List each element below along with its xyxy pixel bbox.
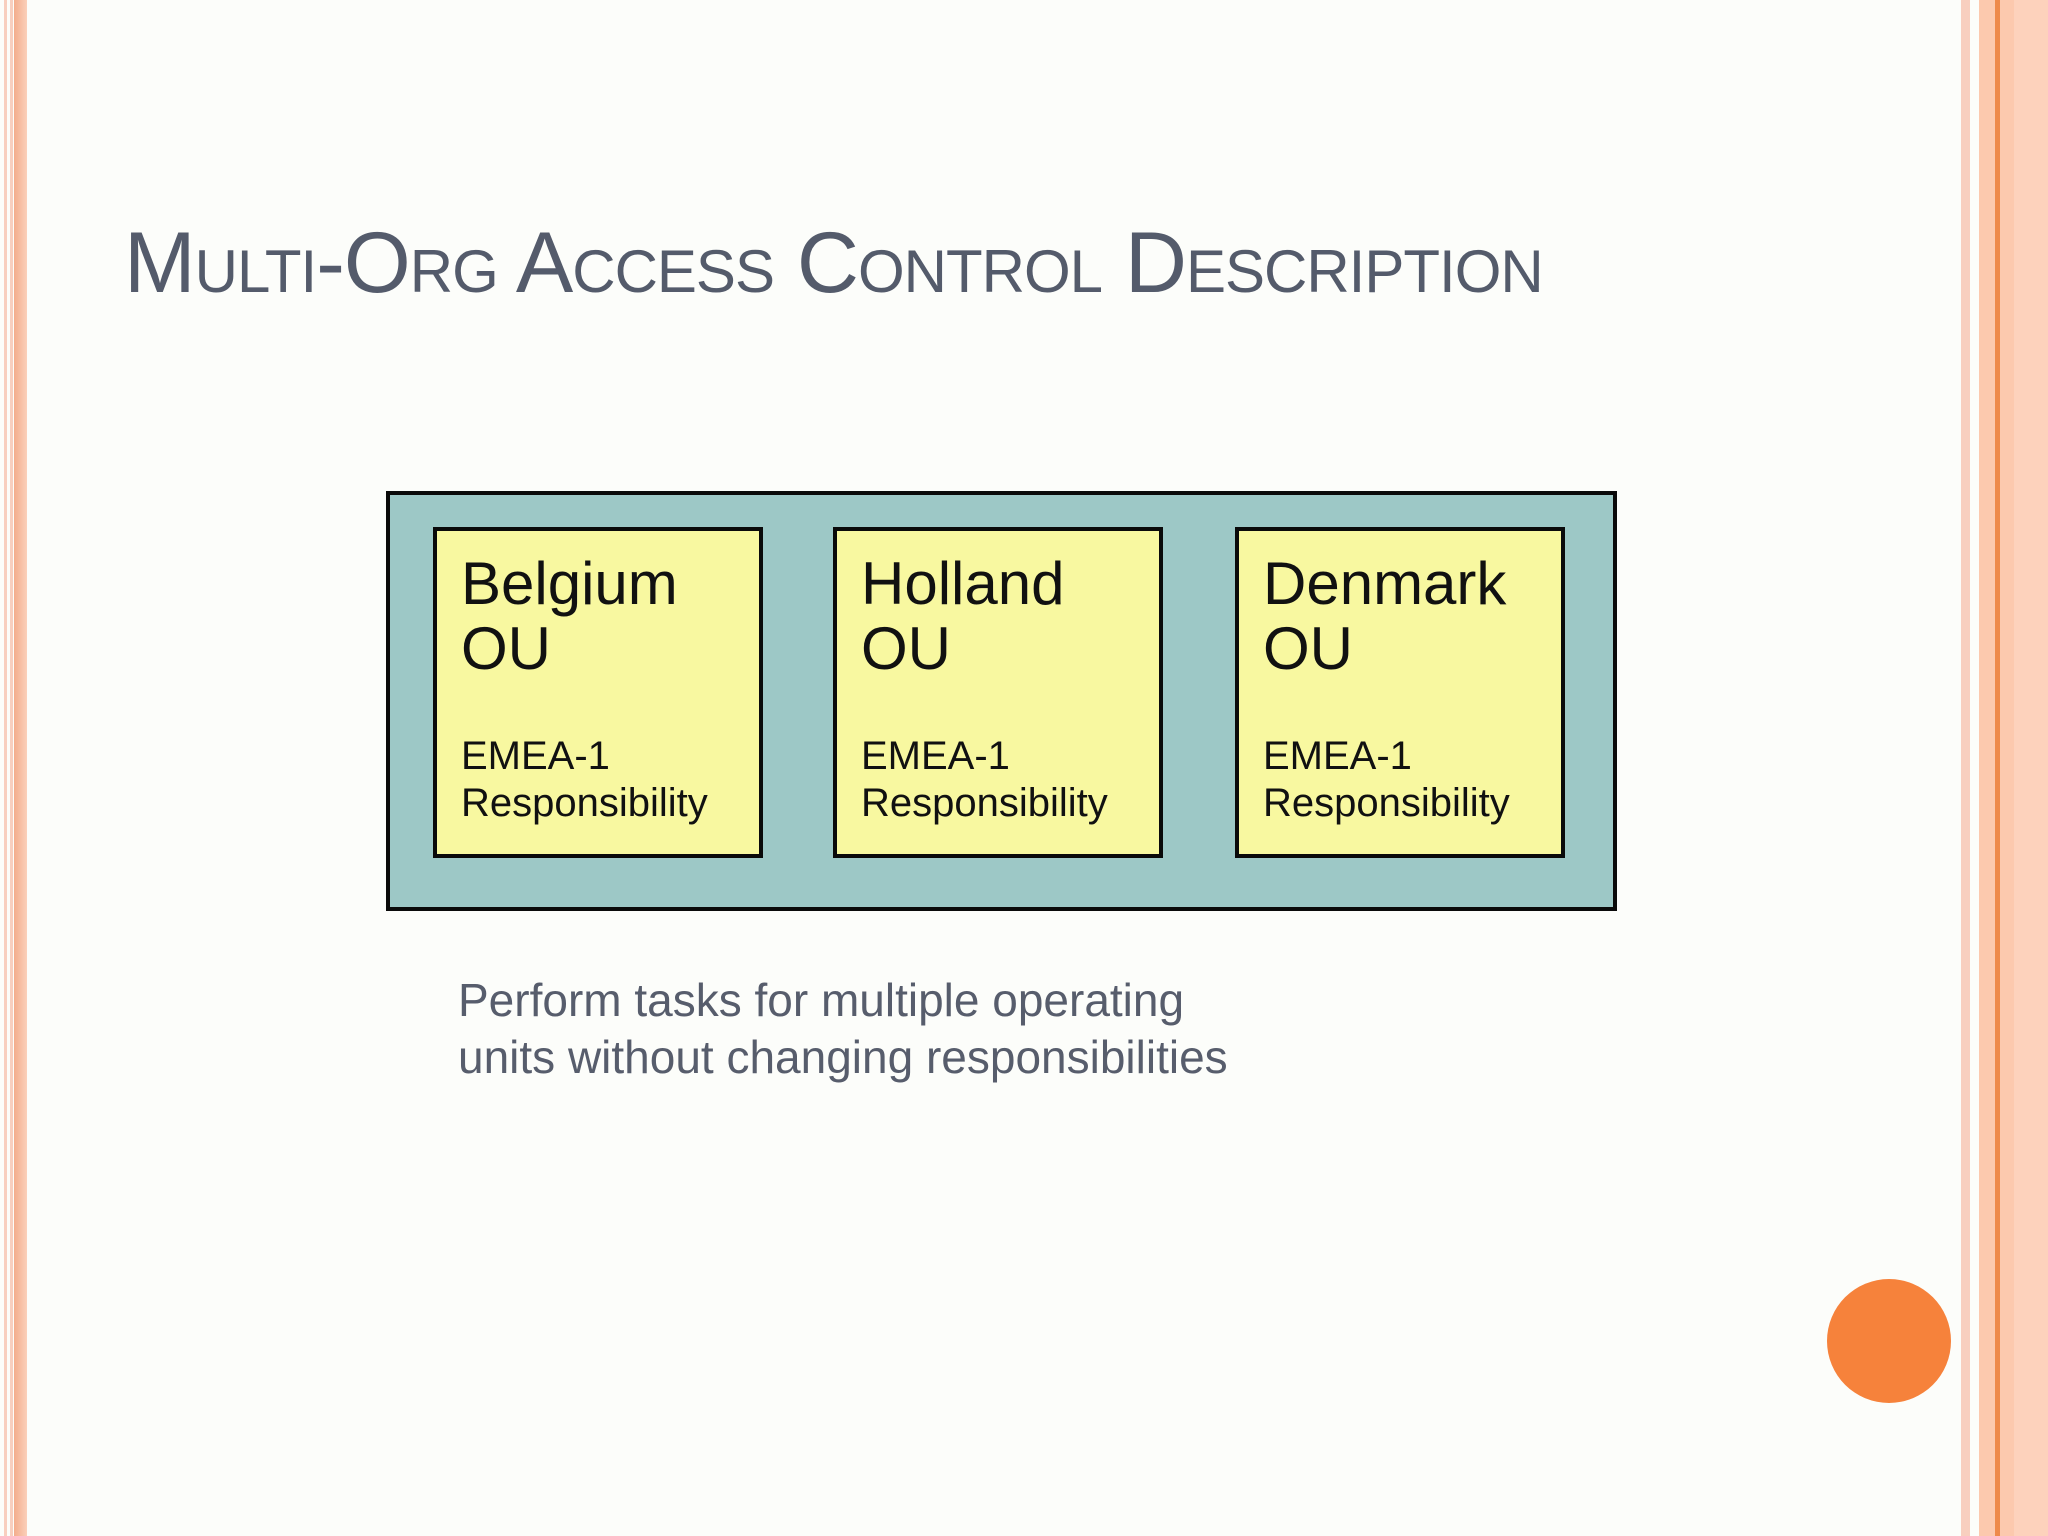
org-responsibility: EMEA-1 Responsibility (861, 733, 1141, 827)
responsibility-code: EMEA-1 (461, 734, 610, 778)
org-name: Holland (861, 550, 1065, 617)
org-name: Belgium (461, 550, 678, 617)
org-name: Denmark (1263, 550, 1507, 617)
org-box-belgium: Belgium OU EMEA-1 Responsibility (433, 527, 763, 858)
accent-circle (1827, 1279, 1951, 1403)
responsibility-label: Responsibility (861, 781, 1108, 825)
caption-text: Perform tasks for multiple operating uni… (458, 974, 1228, 1083)
slide-title: Multi-Org Access Control Description (124, 215, 1544, 311)
responsibility-code: EMEA-1 (1263, 734, 1412, 778)
left-border-band (14, 0, 27, 1536)
right-border-decoration (1956, 0, 2048, 1536)
org-unit-label: OU (861, 615, 951, 682)
left-thin-stripe-2 (10, 0, 13, 1536)
org-box-denmark: Denmark OU EMEA-1 Responsibility (1235, 527, 1565, 858)
org-responsibility: EMEA-1 Responsibility (461, 733, 741, 827)
left-border-decoration (0, 0, 28, 1536)
responsibility-code: EMEA-1 (861, 734, 1010, 778)
responsibility-label: Responsibility (461, 781, 708, 825)
right-thin-stripe (1961, 0, 1970, 1536)
left-thin-stripe-1 (4, 0, 7, 1536)
operating-units-container: Belgium OU EMEA-1 Responsibility Holland… (386, 491, 1617, 911)
right-border-band (1979, 0, 2048, 1536)
org-box-holland: Holland OU EMEA-1 Responsibility (833, 527, 1163, 858)
org-responsibility: EMEA-1 Responsibility (1263, 733, 1543, 827)
org-unit-label: OU (1263, 615, 1353, 682)
org-unit-label: OU (461, 615, 551, 682)
responsibility-label: Responsibility (1263, 781, 1510, 825)
